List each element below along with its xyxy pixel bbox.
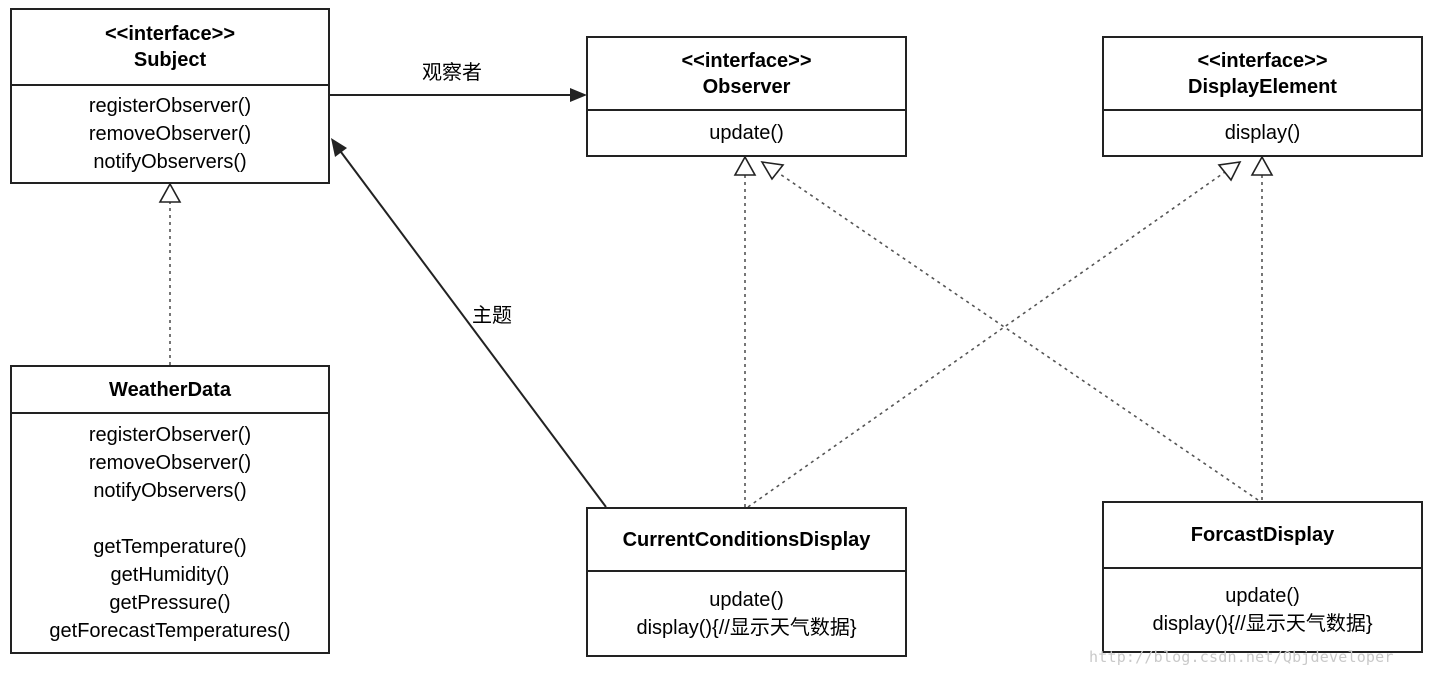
- method: display(){//显示天气数据}: [1152, 613, 1373, 635]
- method: registerObserver(): [88, 95, 252, 117]
- weather-data-methods: registerObserver() removeObserver() noti…: [12, 414, 328, 652]
- method: getHumidity(): [110, 564, 230, 586]
- realization-arrowhead: [1217, 160, 1242, 182]
- observer-interface-box: <<interface>> Observer update(): [586, 36, 907, 157]
- display-element-stereotype: <<interface>>: [1197, 49, 1328, 72]
- current-conditions-header: CurrentConditionsDisplay: [588, 509, 905, 572]
- realization-arrowhead: [733, 155, 757, 176]
- display-element-interface-box: <<interface>> DisplayElement display(): [1102, 36, 1423, 157]
- weather-data-class-box: WeatherData registerObserver() removeObs…: [10, 365, 330, 654]
- observer-methods: update(): [588, 111, 905, 155]
- method: getPressure(): [109, 592, 231, 614]
- observer-header: <<interface>> Observer: [588, 38, 905, 111]
- method: removeObserver(): [88, 452, 252, 474]
- method: removeObserver(): [88, 123, 252, 145]
- forecast-header: ForcastDisplay: [1104, 503, 1421, 569]
- forecast-name: ForcastDisplay: [1190, 524, 1335, 546]
- association-arrowhead: [570, 88, 587, 102]
- watermark: http://blog.csdn.net/Qbjdeveloper: [1089, 648, 1394, 666]
- method: notifyObservers(): [93, 151, 247, 173]
- subject-association-label: 主题: [472, 305, 512, 327]
- method: update(): [1225, 585, 1300, 607]
- association-arrowhead: [331, 138, 347, 157]
- method: update(): [709, 588, 784, 611]
- subject-interface-box: <<interface>> Subject registerObserver()…: [10, 8, 330, 184]
- realization-forecast-observer: [776, 171, 1259, 501]
- weather-data-name: WeatherData: [109, 378, 231, 401]
- realization-arrowhead: [158, 182, 182, 203]
- display-element-name: DisplayElement: [1188, 75, 1337, 98]
- display-element-methods: display(): [1104, 111, 1421, 155]
- method: registerObserver(): [88, 424, 252, 446]
- forecast-methods: update() display(){//显示天气数据}: [1104, 569, 1421, 651]
- method: getForecastTemperatures(): [49, 620, 291, 642]
- subject-header: <<interface>> Subject: [12, 10, 328, 86]
- current-conditions-methods: update() display(){//显示天气数据}: [588, 572, 905, 655]
- realization-arrowhead: [760, 160, 785, 181]
- display-element-header: <<interface>> DisplayElement: [1104, 38, 1421, 111]
- realization-current-displayelement: [747, 171, 1226, 508]
- forecast-display-box: ForcastDisplay update() display(){//显示天气…: [1102, 501, 1423, 653]
- subject-methods: registerObserver() removeObserver() noti…: [12, 86, 328, 182]
- method: update(): [709, 122, 784, 144]
- weather-data-header: WeatherData: [12, 367, 328, 414]
- observer-name: Observer: [702, 75, 791, 98]
- method: getTemperature(): [93, 536, 247, 558]
- method: display(){//显示天气数据}: [636, 616, 857, 639]
- realization-arrowhead: [1250, 155, 1274, 176]
- association-display-subject: [337, 147, 607, 508]
- method: notifyObservers(): [93, 480, 247, 502]
- subject-stereotype: <<interface>>: [104, 23, 236, 45]
- observer-association-label: 观察者: [422, 62, 482, 84]
- subject-name: Subject: [133, 49, 207, 71]
- observer-stereotype: <<interface>>: [681, 49, 812, 72]
- method: display(): [1224, 122, 1301, 144]
- current-conditions-display-box: CurrentConditionsDisplay update() displa…: [586, 507, 907, 657]
- current-conditions-name: CurrentConditionsDisplay: [622, 528, 871, 551]
